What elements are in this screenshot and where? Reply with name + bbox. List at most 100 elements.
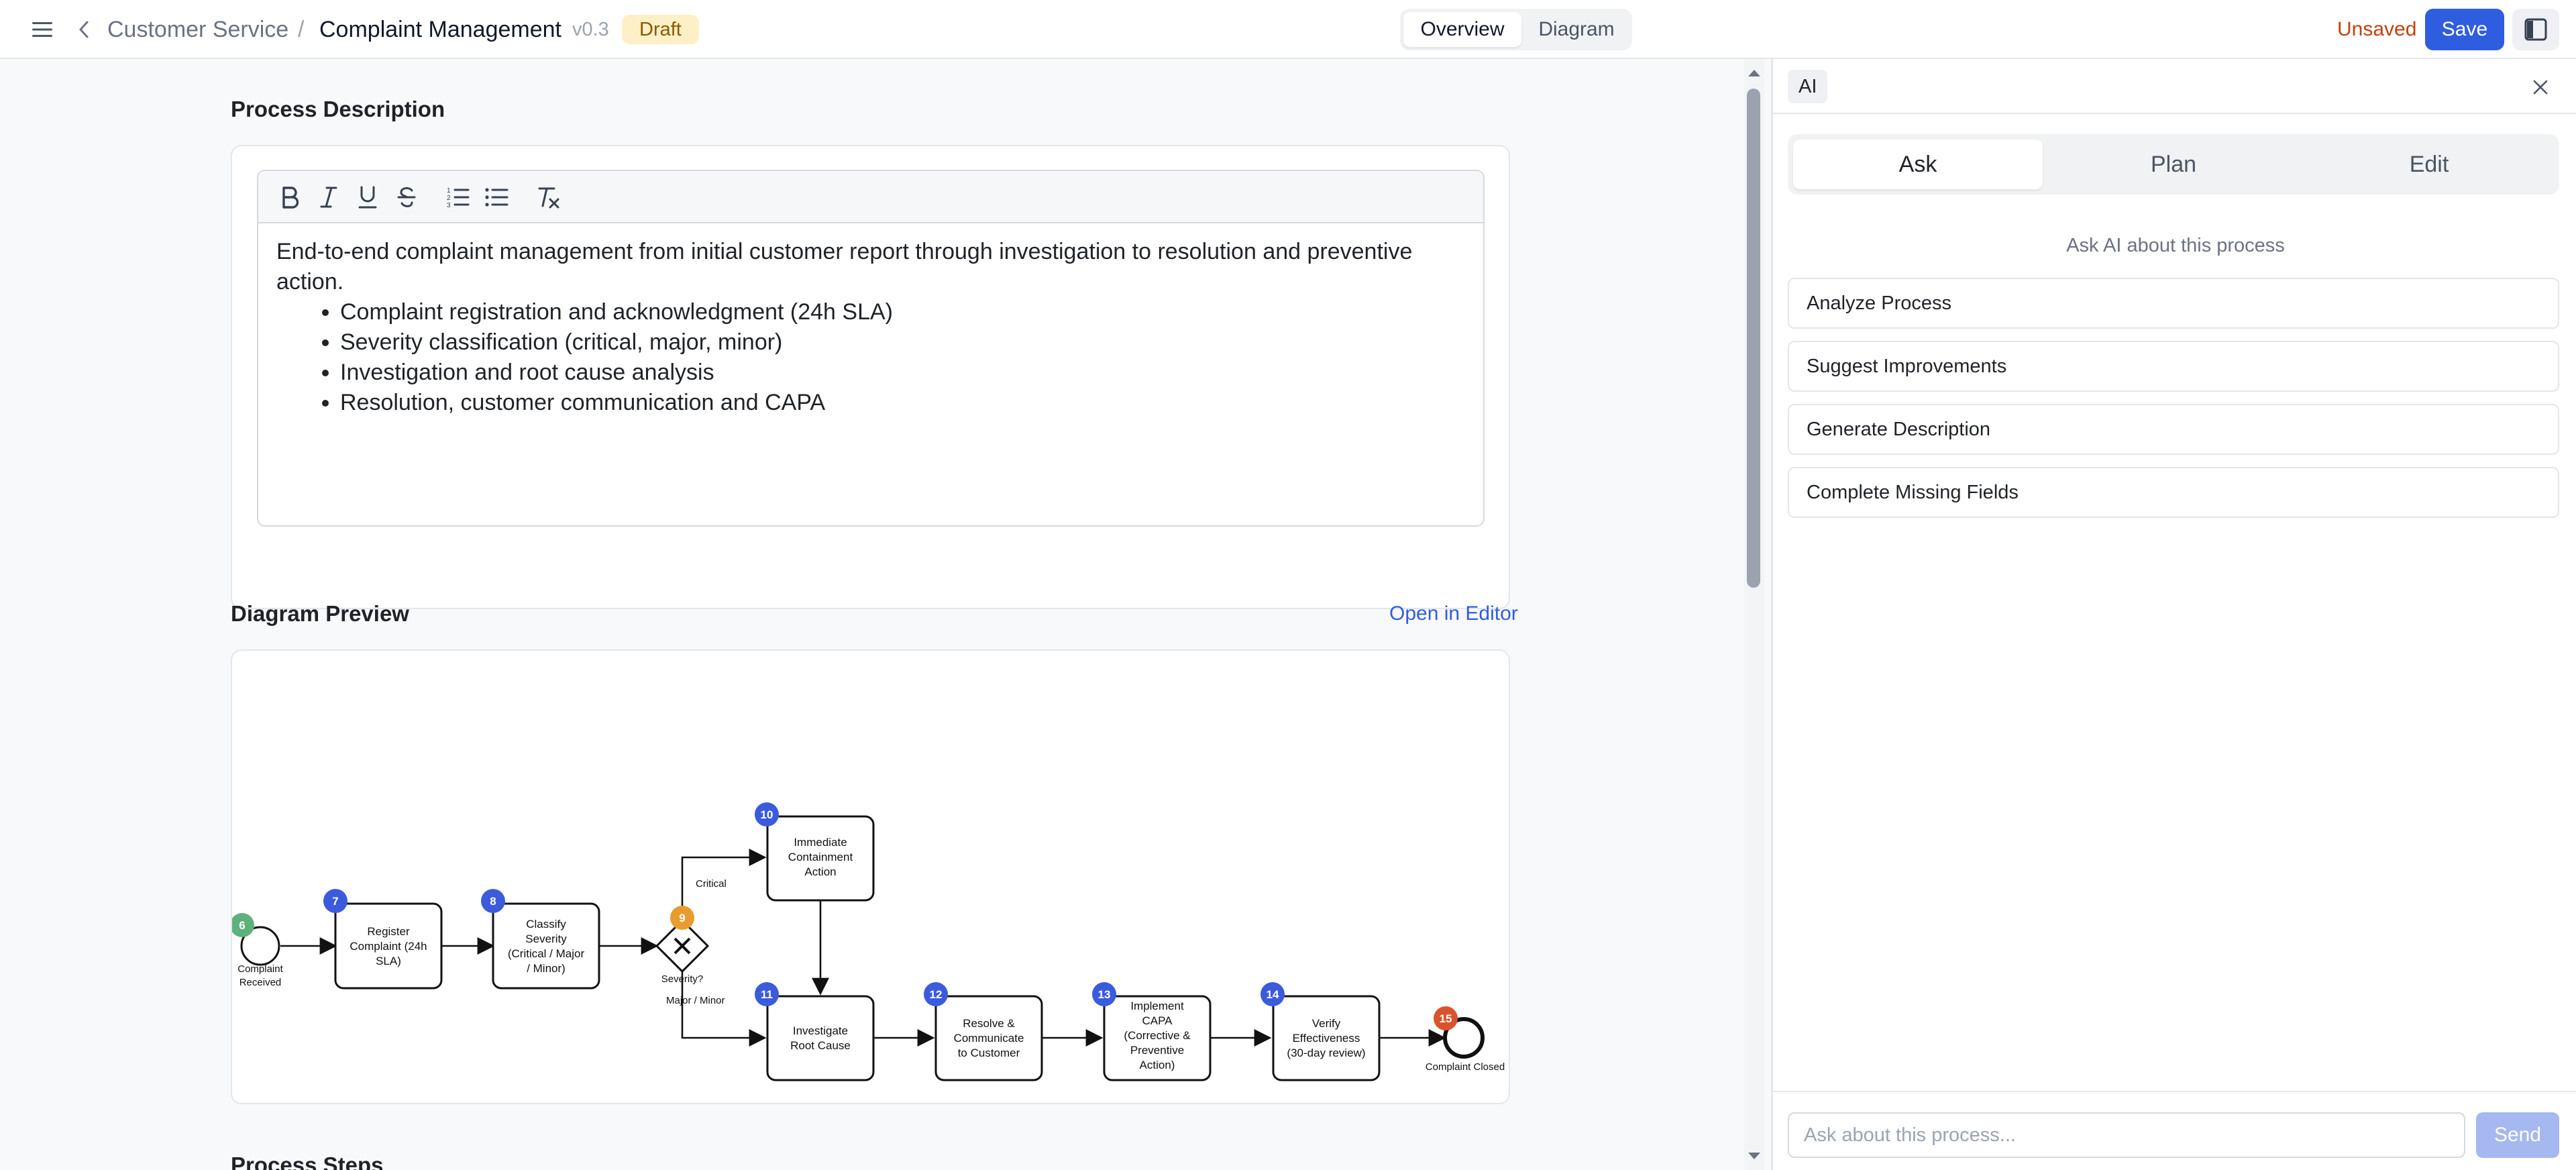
page-title: Complaint Management xyxy=(319,17,561,42)
analyze-process-button[interactable]: Analyze Process xyxy=(1788,278,2559,329)
task-label: Communicate xyxy=(954,1032,1024,1045)
ask-input[interactable]: Ask about this process... xyxy=(1788,1112,2465,1158)
italic-icon[interactable] xyxy=(312,180,345,214)
badge xyxy=(924,982,948,1006)
toggle-panel-button[interactable] xyxy=(2512,9,2559,50)
tab-overview[interactable]: Overview xyxy=(1403,12,1521,47)
divider xyxy=(1773,113,2576,114)
gateway-x-icon xyxy=(674,937,691,955)
ai-panel: AI Ask Plan Edit Ask AI about this proce… xyxy=(1771,59,2576,1170)
description-intro: End-to-end complaint management from ini… xyxy=(276,239,1413,295)
task-immediate-containment[interactable] xyxy=(766,815,875,902)
menu-icon[interactable] xyxy=(28,16,56,43)
task-label: to Customer xyxy=(958,1047,1020,1059)
task-label: Verify xyxy=(1312,1017,1341,1030)
task-label: Containment xyxy=(788,851,853,863)
status-badge: Draft xyxy=(622,15,699,44)
badge-label: 13 xyxy=(1098,988,1111,1001)
strikethrough-icon[interactable] xyxy=(390,180,423,214)
task-implement-capa[interactable] xyxy=(1103,995,1212,1081)
underline-icon[interactable] xyxy=(351,180,384,214)
end-event-label: Complaint Closed xyxy=(1426,1061,1505,1073)
badge-label: 8 xyxy=(490,895,496,908)
process-steps-heading: Process Steps xyxy=(231,1153,384,1170)
badge xyxy=(1092,982,1116,1006)
badge-label: 6 xyxy=(239,919,245,932)
task-label: (Corrective & xyxy=(1124,1029,1191,1042)
task-investigate-root-cause[interactable] xyxy=(766,995,875,1081)
list-item: Investigation and root cause analysis xyxy=(340,358,1457,388)
tab-diagram[interactable]: Diagram xyxy=(1538,18,1615,40)
badge xyxy=(323,889,347,913)
description-text: End-to-end complaint management from ini… xyxy=(276,237,1457,418)
task-label: Action) xyxy=(1140,1059,1175,1071)
start-event-label: Complaint xyxy=(237,963,283,975)
task-verify-effectiveness[interactable] xyxy=(1272,995,1381,1081)
breadcrumb-parent[interactable]: Customer Service xyxy=(107,17,289,42)
tab-edit[interactable]: Edit xyxy=(2409,152,2449,177)
suggest-improvements-button[interactable]: Suggest Improvements xyxy=(1788,341,2559,392)
task-resolve-communicate[interactable] xyxy=(934,995,1043,1081)
task-label: (30-day review) xyxy=(1287,1047,1365,1059)
description-bullets: Complaint registration and acknowledgmen… xyxy=(340,297,1457,418)
task-label: Implement xyxy=(1130,1000,1184,1012)
list-item: Complaint registration and acknowledgmen… xyxy=(340,297,1457,327)
bullet-list-icon[interactable] xyxy=(480,180,513,214)
badge xyxy=(1434,1006,1458,1030)
badge xyxy=(755,802,779,827)
badge-label: 11 xyxy=(761,988,773,1001)
end-event[interactable] xyxy=(1443,1017,1485,1059)
send-button[interactable]: Send xyxy=(2476,1112,2559,1158)
svg-text:1: 1 xyxy=(447,187,451,195)
badge-label: 12 xyxy=(930,988,943,1001)
task-label: Effectiveness xyxy=(1293,1032,1360,1045)
badge-label: 14 xyxy=(1267,988,1279,1001)
close-icon[interactable] xyxy=(2526,72,2555,102)
scroll-down-icon[interactable] xyxy=(1744,1146,1764,1166)
task-label: Resolve & xyxy=(963,1017,1015,1030)
branch-label-other: Major / Minor xyxy=(666,995,725,1006)
badge xyxy=(1260,982,1285,1006)
badge xyxy=(670,906,694,930)
task-label: Severity xyxy=(525,933,567,945)
complete-missing-fields-button[interactable]: Complete Missing Fields xyxy=(1788,467,2559,518)
start-event[interactable] xyxy=(240,926,280,966)
task-label: CAPA xyxy=(1142,1014,1173,1027)
view-switcher: Overview Diagram xyxy=(1400,9,1632,50)
task-label: / Minor) xyxy=(527,962,566,975)
clear-format-icon[interactable] xyxy=(532,180,566,214)
ask-hint: Ask AI about this process xyxy=(2066,235,2285,256)
badge xyxy=(755,982,779,1006)
scrollbar-thumb[interactable] xyxy=(1747,89,1760,588)
divider xyxy=(1773,1091,2576,1092)
badge-label: 15 xyxy=(1440,1012,1452,1025)
bpmn-diagram[interactable]: 6 Complaint Received 7 Register Complain… xyxy=(232,651,1510,1104)
badge xyxy=(481,889,505,913)
scroll-up-icon[interactable] xyxy=(1744,63,1764,83)
back-chevron-icon[interactable] xyxy=(72,16,95,43)
ai-chip: AI xyxy=(1788,70,1828,103)
save-button[interactable]: Save xyxy=(2425,9,2504,50)
gateway-label: Severity? xyxy=(661,973,704,985)
task-register-complaint[interactable] xyxy=(334,902,443,990)
task-label: Action xyxy=(804,865,836,878)
task-label: Classify xyxy=(526,918,566,930)
unsaved-indicator: Unsaved xyxy=(2337,18,2417,40)
badge-label: 7 xyxy=(332,895,338,908)
task-classify-severity[interactable] xyxy=(492,902,600,990)
sidebar-panel-icon xyxy=(2524,18,2547,41)
tab-ask[interactable]: Ask xyxy=(1793,140,2043,189)
list-item: Severity classification (critical, major… xyxy=(340,327,1457,358)
version-label: v0.3 xyxy=(572,19,609,40)
open-in-editor-link[interactable]: Open in Editor xyxy=(1389,602,1518,625)
task-label: Preventive xyxy=(1130,1044,1184,1057)
bold-icon[interactable] xyxy=(273,180,307,214)
ai-mode-tabs: Ask Plan Edit xyxy=(1788,134,2559,195)
tab-plan[interactable]: Plan xyxy=(2150,152,2197,177)
task-label: Root Cause xyxy=(790,1039,851,1052)
svg-text:3: 3 xyxy=(447,202,451,209)
generate-description-button[interactable]: Generate Description xyxy=(1788,404,2559,455)
